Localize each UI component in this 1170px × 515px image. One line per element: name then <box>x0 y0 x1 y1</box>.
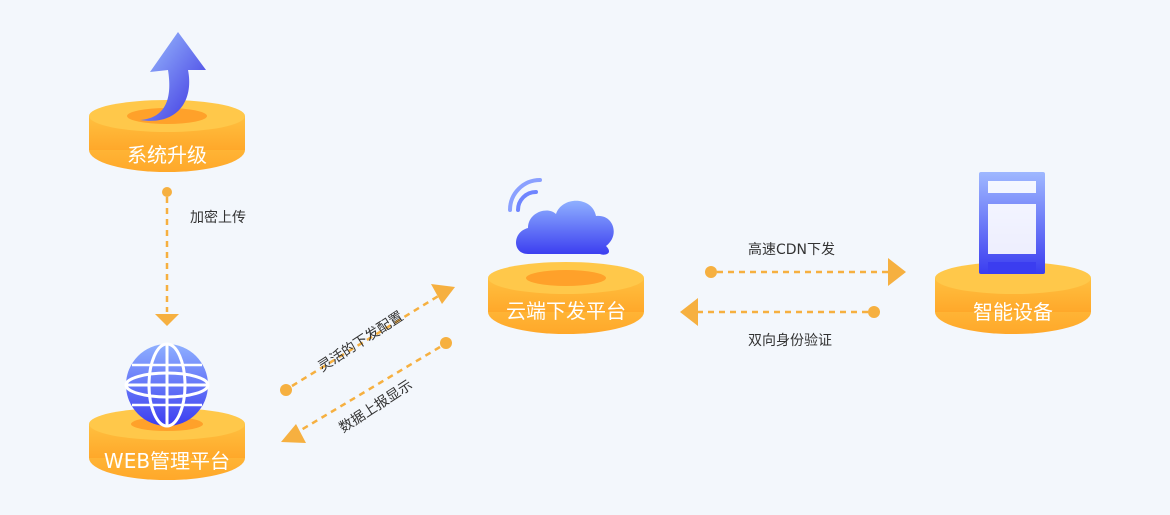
node-system-upgrade: 系统升级 <box>89 32 245 172</box>
edge-flexible-config: 灵活的下发配置 <box>280 284 455 396</box>
node-label-upgrade: 系统升级 <box>127 143 207 167</box>
arrow-up-icon <box>140 32 206 121</box>
edge-data-report: 数据上报显示 <box>281 337 452 443</box>
edge-label-auth: 双向身份验证 <box>748 333 832 349</box>
edge-encrypt-upload: 加密上传 <box>155 187 246 326</box>
node-label-web: WEB管理平台 <box>104 449 230 473</box>
edge-cdn-delivery: 高速CDN下发 <box>705 241 906 286</box>
node-cloud-platform: 云端下发平台 <box>488 178 644 334</box>
edge-label-encrypt: 加密上传 <box>190 209 246 226</box>
node-label-device: 智能设备 <box>973 300 1053 324</box>
edge-label-cdn: 高速CDN下发 <box>748 241 835 258</box>
cloud-wifi-icon <box>508 178 614 255</box>
server-icon <box>979 172 1045 274</box>
globe-icon <box>124 342 210 428</box>
node-web-platform: WEB管理平台 <box>89 342 245 480</box>
node-smart-device: 智能设备 <box>935 172 1091 334</box>
edge-label-report: 数据上报显示 <box>336 377 415 436</box>
edge-auth: 双向身份验证 <box>680 298 880 349</box>
node-label-cloud: 云端下发平台 <box>506 299 626 323</box>
edge-label-config: 灵活的下发配置 <box>315 309 406 376</box>
